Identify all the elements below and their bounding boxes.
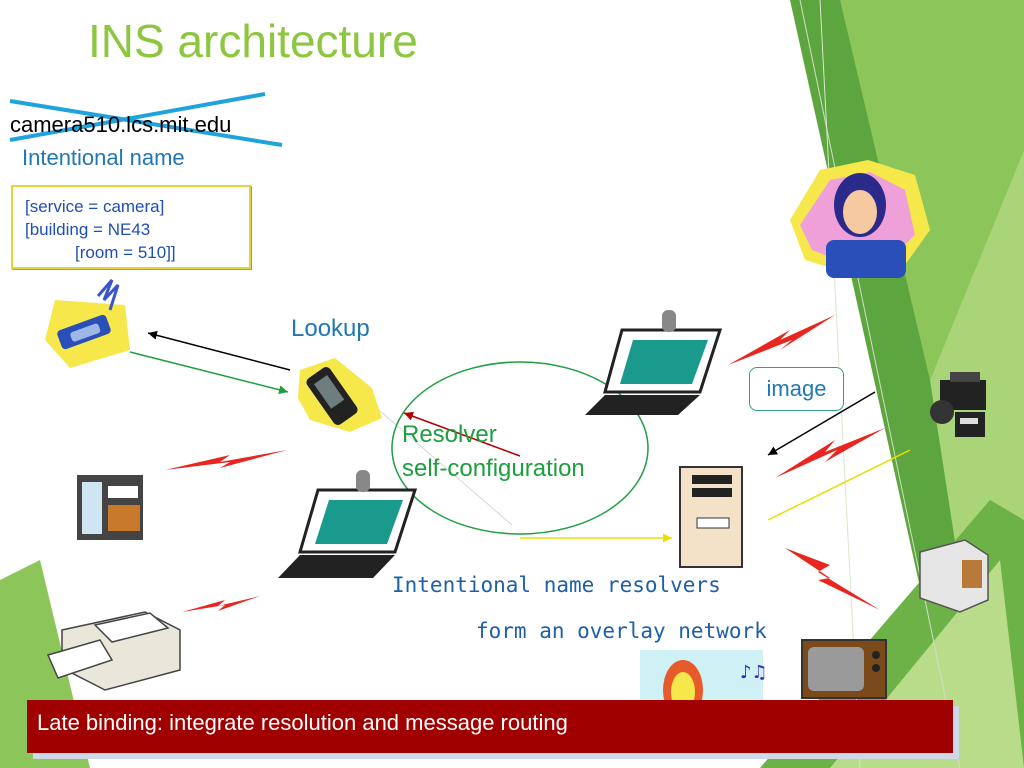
late-binding-banner: Late binding: integrate resolution and m… xyxy=(27,700,953,753)
handshake-phone-icon xyxy=(45,279,130,368)
toaster-icon xyxy=(919,539,989,613)
coffee-maker-icon xyxy=(77,475,143,540)
strike-line xyxy=(9,99,283,147)
intentional-name-label: Intentional name xyxy=(22,145,185,170)
video-camera-icon xyxy=(930,372,986,437)
server-tower-icon xyxy=(679,466,743,568)
deco-band-light xyxy=(840,0,1024,380)
woman-on-phone-icon xyxy=(790,160,930,278)
laptop-icon xyxy=(278,470,418,578)
dns-name-struck: camera510.lcs.mit.edu xyxy=(10,112,232,137)
resolver-ellipse xyxy=(391,361,649,535)
printer-icon xyxy=(46,611,181,691)
slide-title: INS architecture xyxy=(88,15,418,67)
name-spec-line: [building = NE43 xyxy=(25,220,151,239)
resolvers-caption-line2: form an overlay network xyxy=(476,619,767,643)
lookup-request-arrow xyxy=(147,330,291,371)
resolver-label-line: self-configuration xyxy=(402,455,585,482)
forward-arrow-2 xyxy=(767,449,911,521)
lookup-reply-arrow xyxy=(129,351,289,395)
laptop-icon xyxy=(585,310,723,415)
image-label: image xyxy=(749,367,844,411)
resolver-arrow xyxy=(403,411,521,457)
television-icon xyxy=(801,639,887,699)
resolver-label: Resolver self-configuration xyxy=(402,418,585,486)
svg-text:♪♫: ♪♫ xyxy=(740,662,768,683)
name-spec-line: [service = camera] xyxy=(25,197,165,216)
strike-line xyxy=(9,92,266,142)
handheld-device-icon xyxy=(298,358,382,432)
lightning-icon xyxy=(165,315,885,612)
intentional-name-box: [service = camera] [building = NE43 [roo… xyxy=(11,185,251,269)
resolvers-caption-line1: Intentional name resolvers xyxy=(392,573,721,597)
name-spec-line: [room = 510]] xyxy=(75,243,176,262)
lookup-label: Lookup xyxy=(291,315,370,342)
resolver-label-line: Resolver xyxy=(402,421,497,448)
image-arrow xyxy=(767,391,876,456)
